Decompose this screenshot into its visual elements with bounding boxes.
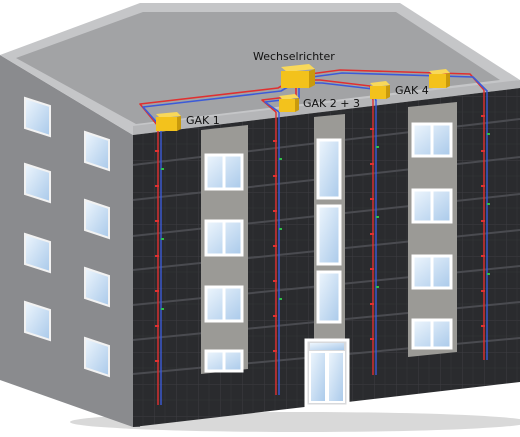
windows-column-2 <box>411 122 453 350</box>
inverter-box <box>281 64 315 88</box>
side-windows <box>24 96 110 378</box>
string-cables <box>157 90 488 405</box>
window-column-2 <box>408 102 457 357</box>
gak4-box <box>429 69 450 88</box>
gak4-label: GAK 4 <box>395 84 429 97</box>
windows-column-1 <box>204 153 244 373</box>
string-connectors <box>155 115 490 362</box>
gak1-box <box>156 112 181 131</box>
inverter-label: Wechselrichter <box>253 50 335 63</box>
roof-front-lip <box>133 80 520 135</box>
gak1-label: GAK 1 <box>186 114 220 127</box>
stairwell-windows <box>316 138 342 324</box>
gak4-middle-box <box>370 81 390 99</box>
gak23-label: GAK 2 + 3 <box>303 97 360 110</box>
entrance-door <box>304 338 350 408</box>
roof-surface <box>16 12 500 124</box>
gak23-box <box>279 94 299 112</box>
